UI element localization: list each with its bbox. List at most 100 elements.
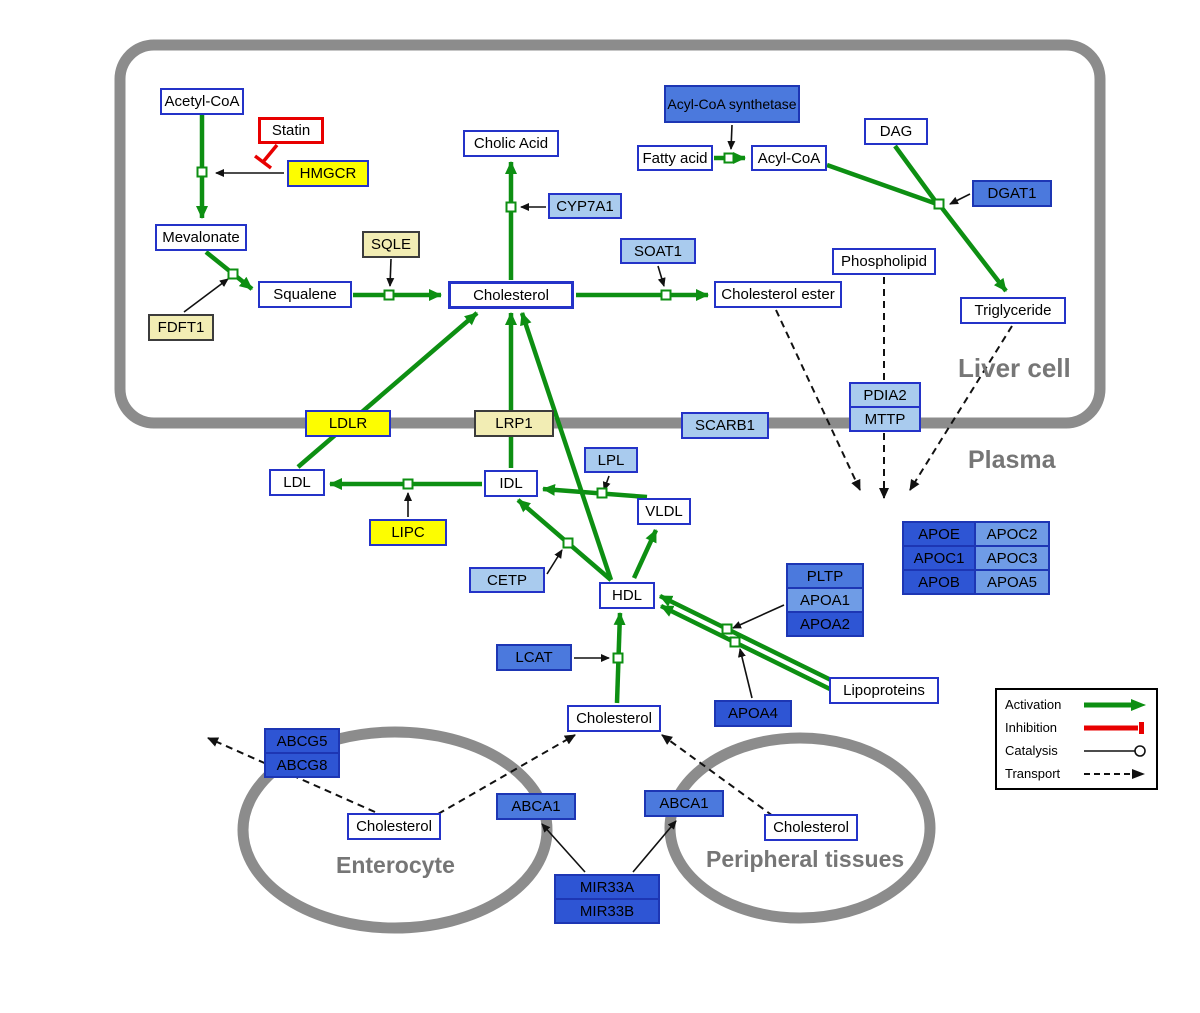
node-hdl[interactable]: HDL [599,582,655,609]
node-apoa1[interactable]: APOA1 [786,587,864,613]
node-apoc2[interactable]: APOC2 [974,521,1050,547]
node-apob[interactable]: APOB [902,569,976,595]
anchor [196,166,208,178]
node-cholic-acid[interactable]: Cholic Acid [463,130,559,157]
node-apoa4[interactable]: APOA4 [714,700,792,727]
edge-apoa1-catalysis [732,604,785,629]
plasma-label: Plasma [968,446,1056,474]
node-ldlr[interactable]: LDLR [305,410,391,437]
reaction-anchors [196,152,945,664]
node-mir33b[interactable]: MIR33B [554,898,660,924]
transport-dashed-arrow-icon [1084,768,1145,779]
node-acyl-coa[interactable]: Acyl-CoA [751,145,827,171]
node-cholesterol-plasma[interactable]: Cholesterol [567,705,661,732]
node-abca1-peripheral[interactable]: ABCA1 [644,790,724,817]
edge-acylcoasynthetase-catalysis [727,124,736,150]
anchor [729,636,741,648]
edge-statin-hmgcr-tbar [253,154,273,170]
edge-hub-triglyceride [940,206,1008,293]
node-cyp7a1[interactable]: CYP7A1 [548,193,622,219]
edge-hdl-cholesterol [519,312,614,581]
node-sqle[interactable]: SQLE [362,231,420,258]
node-mevalonate[interactable]: Mevalonate [155,224,247,251]
node-phospholipid[interactable]: Phospholipid [832,248,936,275]
node-cholesterol-liver[interactable]: Cholesterol [448,281,574,309]
edge-ldl-cholesterol [296,311,479,469]
edge-triglyceride-apocluster [909,325,1013,491]
edge-sqle-catalysis [386,258,395,287]
edge-apoa4-catalysis [738,648,753,699]
node-mir33a[interactable]: MIR33A [554,874,660,900]
legend-row-activation: Activation [1005,697,1148,712]
node-idl[interactable]: IDL [484,470,538,497]
edge-statin-hmgcr [261,143,279,164]
node-scarb1[interactable]: SCARB1 [681,412,769,439]
node-pdia2[interactable]: PDIA2 [849,382,921,408]
legend-row-catalysis: Catalysis [1005,743,1148,758]
node-apoc3[interactable]: APOC3 [974,545,1050,571]
edge-cholesterol-excretion [207,737,376,813]
node-squalene[interactable]: Squalene [258,281,352,308]
edge-peripheral-cholesterolplasma [661,734,774,817]
node-vldl[interactable]: VLDL [637,498,691,525]
edge-vldl-idl [542,483,648,500]
node-lipc[interactable]: LIPC [369,519,447,546]
legend-activation-label: Activation [1005,697,1062,712]
inhibition-tbar-icon [1084,721,1144,734]
node-ldl[interactable]: LDL [269,469,325,496]
node-hmgcr[interactable]: HMGCR [287,160,369,187]
edge-soat1-catalysis [657,265,666,287]
node-apoa5[interactable]: APOA5 [974,569,1050,595]
node-fatty-acid[interactable]: Fatty acid [637,145,713,171]
edge-lipoproteins-hdl-1 [659,593,834,684]
node-lipoproteins[interactable]: Lipoproteins [829,677,939,704]
node-acyl-coa-synthetase[interactable]: Acyl-CoA synthetase [664,85,800,123]
legend-catalysis-label: Catalysis [1005,743,1058,758]
node-dgat1[interactable]: DGAT1 [972,180,1052,207]
node-abca1-enterocyte[interactable]: ABCA1 [496,793,576,820]
node-cholesterol-ester[interactable]: Cholesterol ester [714,281,842,308]
node-triglyceride[interactable]: Triglyceride [960,297,1066,324]
edge-cholesterolester-apocluster [775,309,861,491]
membranes [114,39,1106,934]
node-dag[interactable]: DAG [864,118,928,145]
node-lcat[interactable]: LCAT [496,644,572,671]
node-cetp[interactable]: CETP [469,567,545,593]
edge-acylcoa-hub [826,162,938,207]
edge-enterocyte-cholesterolplasma [437,734,576,815]
edge-mir33-abca1-left [541,823,586,873]
legend: Activation Inhibition Catalysis Transpor… [995,688,1158,790]
node-abcg8[interactable]: ABCG8 [264,752,340,778]
anchor [721,623,733,635]
node-lpl[interactable]: LPL [584,447,638,473]
node-pltp[interactable]: PLTP [786,563,864,589]
anchor [383,289,395,301]
edge-dgat1-catalysis [949,193,971,205]
enterocyte-label: Enterocyte [336,852,455,878]
node-acetyl-coa[interactable]: Acetyl-CoA [160,88,244,115]
activation-edges [196,115,1008,704]
node-apoa2[interactable]: APOA2 [786,611,864,637]
edge-fdft1-catalysis [183,278,229,313]
edge-dag-hub [893,144,938,204]
node-cholesterol-peripheral[interactable]: Cholesterol [764,814,858,841]
node-lrp1[interactable]: LRP1 [474,410,554,437]
anchor [505,201,517,213]
legend-row-inhibition: Inhibition [1005,720,1148,735]
anchor [660,289,672,301]
node-abcg5[interactable]: ABCG5 [264,728,340,754]
liver-cell-label: Liver cell [958,353,1071,383]
node-cholesterol-enterocyte[interactable]: Cholesterol [347,813,441,840]
anchor [933,198,945,210]
activation-arrow-icon [1084,698,1146,711]
node-mttp[interactable]: MTTP [849,406,921,432]
node-fdft1[interactable]: FDFT1 [148,314,214,341]
edge-cetp-catalysis [546,549,563,575]
node-statin[interactable]: Statin [258,117,324,144]
edge-lipoproteins-hdl-2 [660,603,837,695]
node-apoe[interactable]: APOE [902,521,976,547]
node-soat1[interactable]: SOAT1 [620,238,696,264]
node-apoc1[interactable]: APOC1 [902,545,976,571]
anchor [723,152,735,164]
